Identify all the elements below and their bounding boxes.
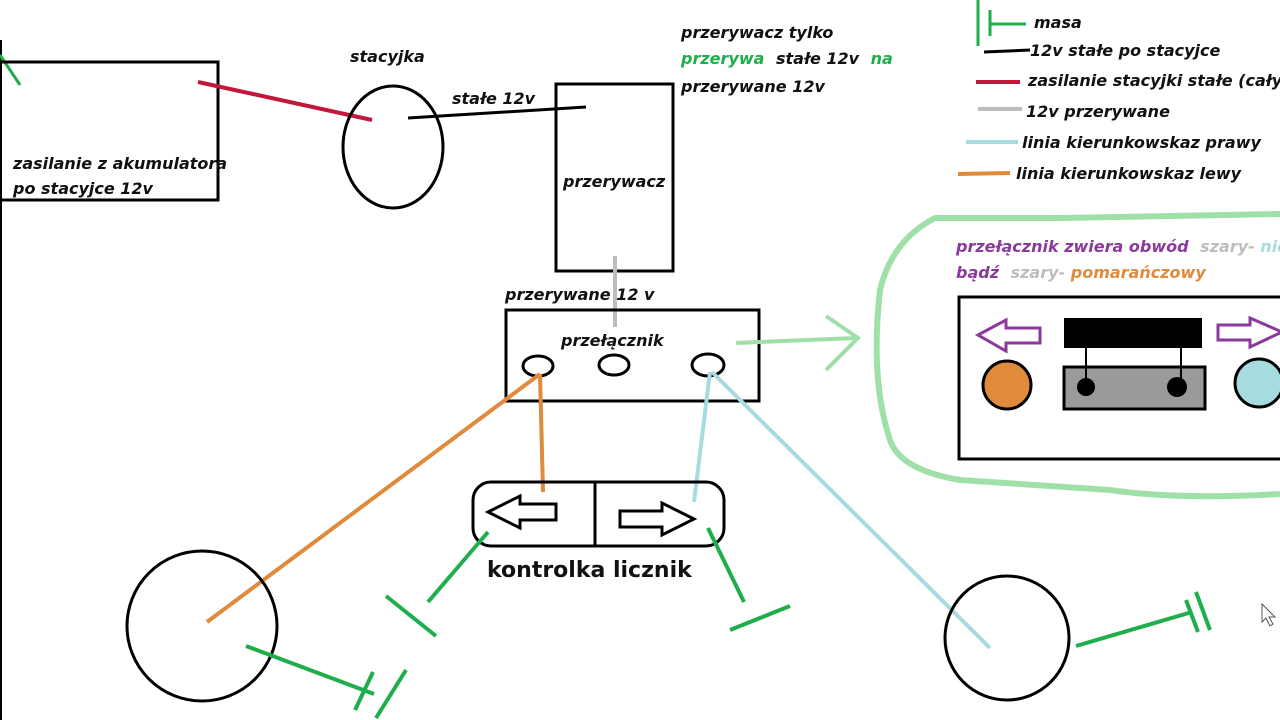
switch-note-orange-2: pomarańczowy [1070,263,1207,282]
note-line-2: przerywa stałe 12v na [680,49,893,68]
przelacznik-box [504,308,761,403]
detail-arrow-left-icon [974,317,1042,354]
switch-note-line-1: przełącznik zwiera obwód szary- nie [955,237,1280,256]
switch-note-purple-2: bądź [956,263,1000,282]
stacyjka-circle [341,84,445,210]
przerywane12v-label: przerywane 12 v [504,285,655,304]
note-line-1: przerywacz tylko [680,23,833,42]
kontrolka-box [471,480,726,548]
przerywacz-label: przerywacz [562,172,666,191]
battery-box [0,60,220,202]
wire-zasilanie-stacyjki [197,80,373,122]
ground-symbol-lamp-left [245,644,408,720]
switch-note-grey-1: szary- [1200,237,1255,256]
ground-symbol-kontrolka-left [384,530,490,638]
detail-arrow-right-icon [1216,315,1280,350]
legend-lewy: linia kierunkowskaz lewy [1016,164,1242,183]
detail-contact-orange [981,359,1033,411]
detail-pin-right-head [1167,377,1187,397]
wire-kierunkowskaz-prawy-lamp [710,370,992,650]
ground-symbol-kontrolka-right [706,527,791,632]
legend-zasilanie: zasilanie stacyjki stałe (cały [1027,71,1280,90]
note-line-2-black: stałe 12v [776,49,860,68]
mouse-cursor-icon [1261,602,1277,627]
lamp-right-circle [943,574,1071,702]
przelacznik-label: przełącznik [560,331,665,350]
przelacznik-contact-middle [597,353,631,377]
ground-symbol-lamp-right [1075,591,1212,648]
battery-label-1: zasilanie z akumulatora [12,154,227,173]
lamp-left-circle [125,549,279,703]
wire-kierunkowskaz-prawy-kontrolka [692,371,712,503]
note-line-2-end: na [871,49,893,68]
arrow-right-icon [618,500,698,538]
switch-note-line-2: bądź szary- pomarańczowy [956,263,1206,282]
wire-kierunkowskaz-lewy-kontrolka [538,373,545,493]
legend: masa 12v stałe po stacyjce zasilanie sta… [957,0,1280,183]
switch-note-grey-2: szary- [1011,263,1066,282]
legend-masa-symbol [976,0,1026,46]
switch-note-purple-1: przełącznik zwiera obwód [955,237,1189,256]
legend-masa: masa [1034,13,1082,32]
note-line-3: przerywane 12v [680,77,825,96]
legend-prawy: linia kierunkowskaz prawy [1022,133,1261,152]
legend-lewy-swatch [957,171,1011,176]
detail-arrow [735,314,862,372]
ground-symbol-top-left [0,54,22,86]
arrow-left-icon [484,493,558,531]
legend-stale: 12v stałe po stacyjce [1030,41,1221,60]
legend-przerywane: 12v przerywane [1026,102,1170,121]
detail-contact-blue [1233,357,1280,409]
wire-kierunkowskaz-lewy-lamp [205,372,542,624]
detail-highlight-outline [873,211,1280,500]
stale12v-label: stałe 12v [452,89,536,108]
kontrolka-label: kontrolka licznik [487,558,693,583]
note-line-2-green: przerywa [680,49,764,68]
detail-contact-bar [1064,318,1202,348]
switch-detail-box [957,295,1280,461]
switch-note-blue-1: nie [1260,237,1280,256]
detail-pin-left-head [1077,378,1095,396]
legend-stale-swatch [983,48,1031,54]
stacyjka-label: stacyjka [350,47,425,66]
battery-label-2: po stacyjce 12v [12,179,154,198]
